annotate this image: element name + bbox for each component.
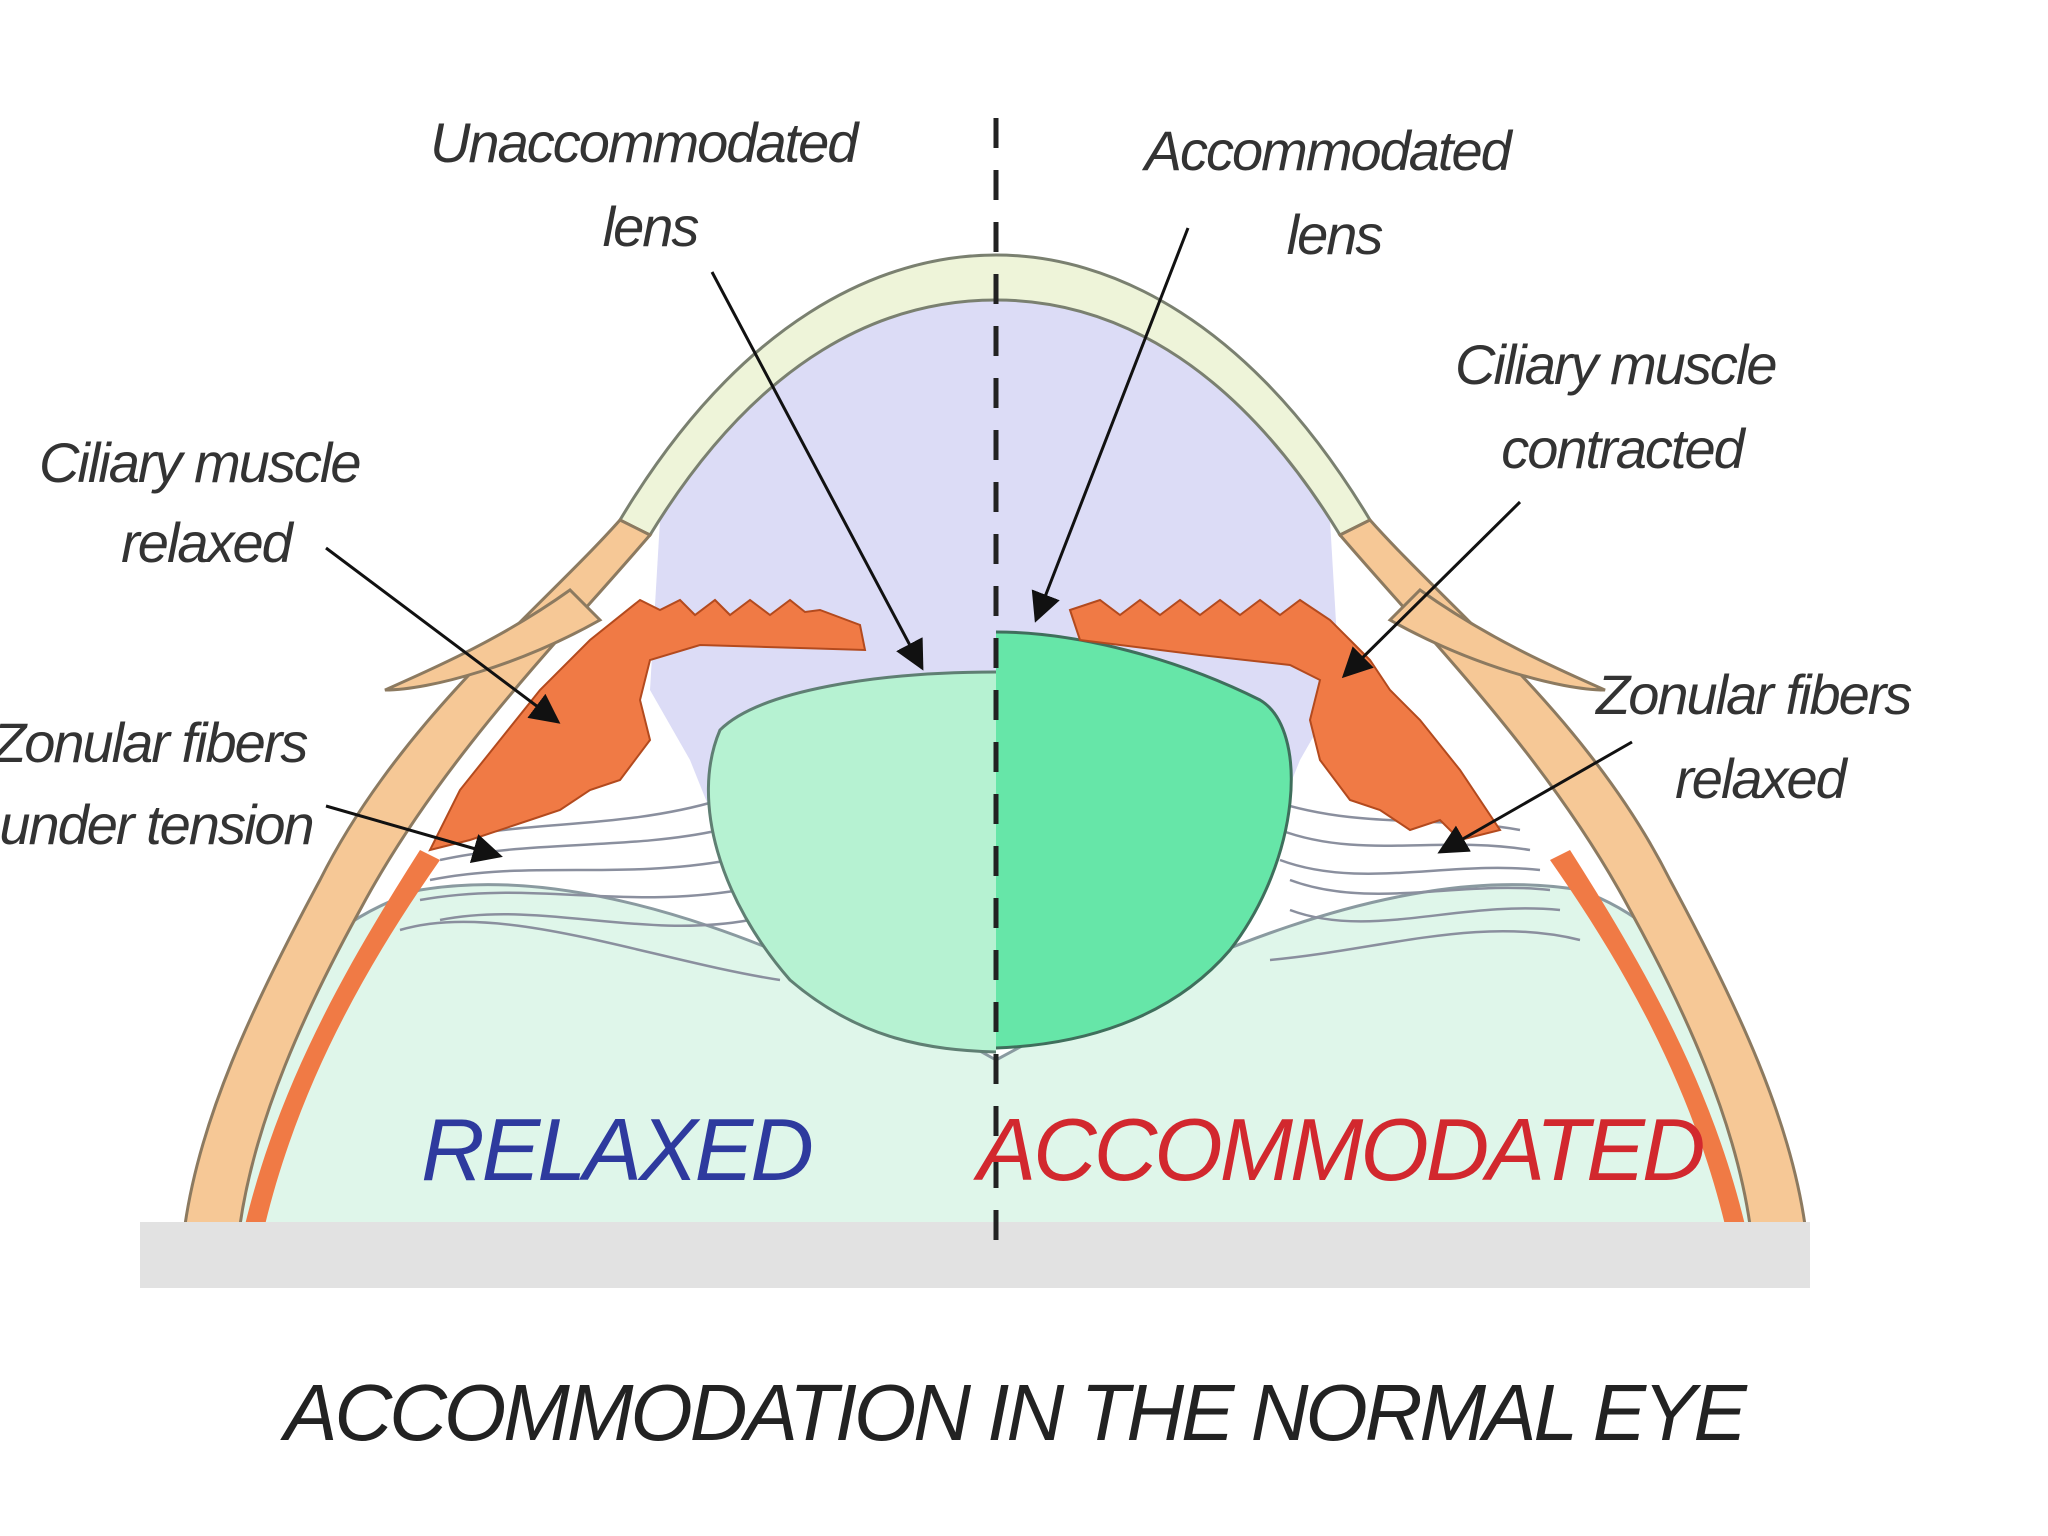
- state-accommodated: ACCOMMODATED: [972, 1100, 1702, 1199]
- arrow-zonular-relaxed: [1437, 740, 1633, 854]
- scleral-flap-right: [1387, 588, 1606, 692]
- lens-accommodated: [996, 630, 1293, 1050]
- arrow-ciliary-contracted: [1341, 500, 1522, 679]
- label-ciliary-contracted: Ciliary muscle contracted: [1455, 333, 1789, 480]
- label-accommodated-lens: Accommodated lens: [1142, 119, 1524, 266]
- state-relaxed: RELAXED: [421, 1100, 811, 1199]
- scleral-flap-left: [384, 588, 603, 692]
- arrow-zonular-tension: [325, 804, 503, 863]
- label-ciliary-relaxed: Ciliary muscle relaxed: [39, 431, 373, 574]
- base-band: [140, 1222, 1810, 1288]
- label-zonular-relaxed: Zonular fibers relaxed: [1594, 663, 1924, 810]
- arrow-unaccommodated-lens: [710, 271, 924, 671]
- ciliary-muscle-contracted: [1068, 598, 1502, 842]
- arrow-accommodated-lens: [1031, 227, 1190, 623]
- arrow-ciliary-relaxed: [325, 546, 561, 724]
- lens-unaccommodated: [707, 670, 996, 1054]
- figure-caption: ACCOMMODATION IN THE NORMAL EYE: [280, 1368, 1748, 1457]
- label-zonular-tension: Zonular fibers under tension: [0, 711, 320, 856]
- choroid-right: [1550, 850, 1745, 1225]
- choroid-left: [245, 850, 440, 1225]
- ciliary-muscle-relaxed: [428, 598, 867, 852]
- label-unaccommodated-lens: Unaccommodated lens: [430, 111, 870, 258]
